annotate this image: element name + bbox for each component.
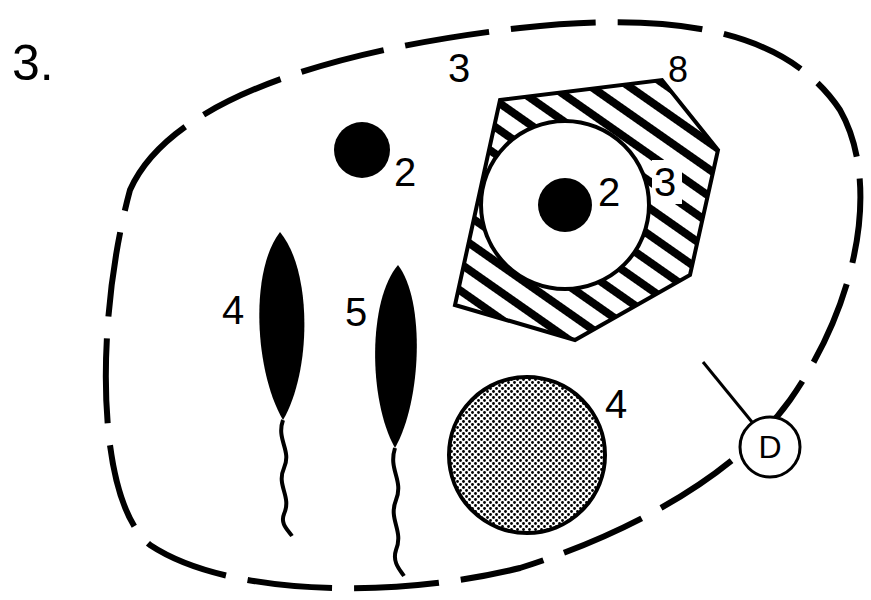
callout-number: 2 xyxy=(394,152,416,192)
circle-marker: D xyxy=(738,415,802,479)
marker-letter: D xyxy=(758,431,781,463)
label-patch xyxy=(652,160,682,204)
callout-number: 4 xyxy=(222,290,244,330)
callout-number: 3 xyxy=(654,162,676,202)
flagellum xyxy=(281,420,292,536)
cell-outline xyxy=(106,22,861,588)
callout-number: 2 xyxy=(598,172,620,212)
granule xyxy=(334,122,390,178)
callout-number: 8 xyxy=(668,52,688,88)
callout-number: 4 xyxy=(605,384,627,424)
callout-number: 3. xyxy=(12,38,54,88)
hexagon-body xyxy=(455,80,718,340)
spindle xyxy=(375,265,417,448)
callout-number: 3 xyxy=(448,48,470,88)
flagellum xyxy=(393,448,404,576)
callout-number: 5 xyxy=(345,292,367,332)
inner-circle xyxy=(481,121,649,289)
leader-line xyxy=(703,362,752,422)
stippled-body xyxy=(449,377,605,533)
inner-granule xyxy=(538,178,592,232)
spindle xyxy=(259,232,304,420)
